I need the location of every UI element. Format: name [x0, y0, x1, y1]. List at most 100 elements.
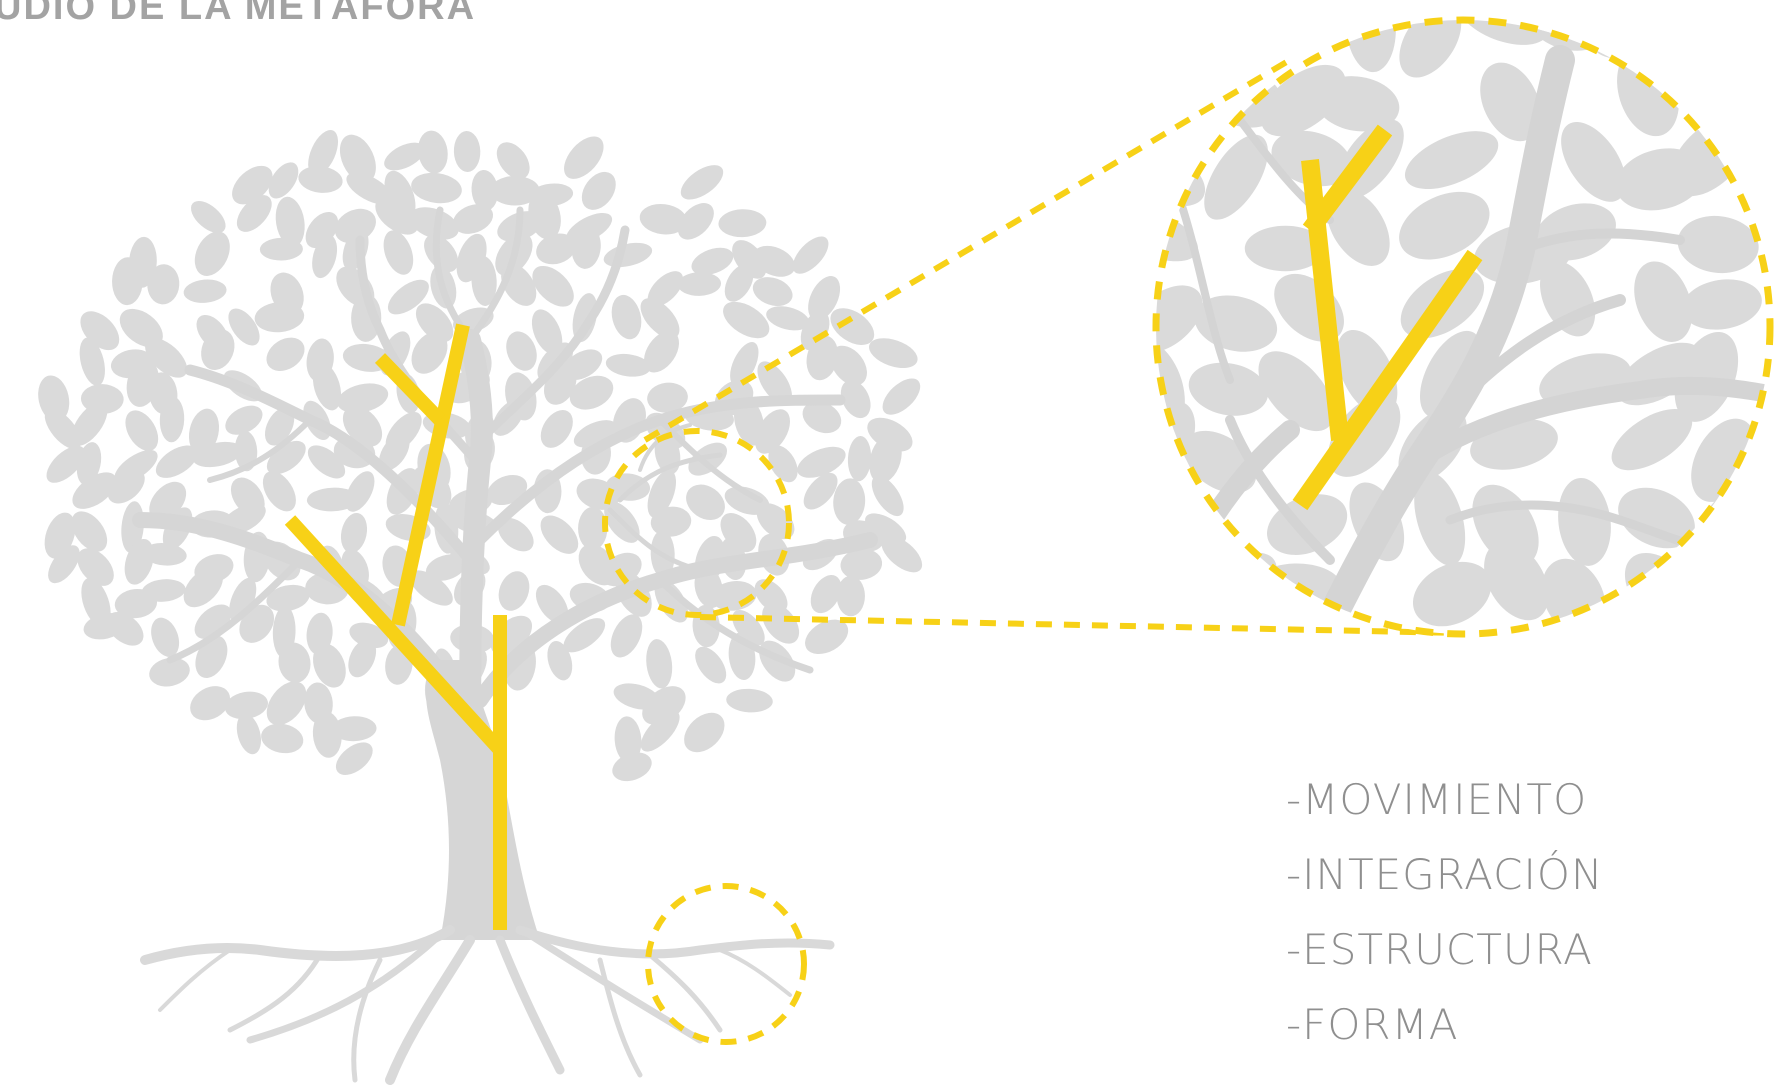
leaf-shape	[1414, 472, 1466, 566]
leaf-shape	[188, 408, 220, 456]
leaf-shape	[611, 294, 642, 340]
leaf-shape	[384, 142, 425, 171]
leaf-shape	[647, 382, 688, 413]
leaf-shape	[375, 197, 419, 235]
leaf-shape	[266, 681, 307, 726]
leaf-shape	[278, 642, 311, 683]
leaf-shape	[183, 567, 223, 608]
leaf-shape	[571, 225, 601, 269]
leaf-shape	[259, 237, 303, 261]
leaf-shape	[225, 405, 263, 435]
leaf-shape	[691, 247, 734, 276]
leaf-shape	[792, 236, 829, 274]
leaf-shape	[112, 257, 143, 306]
leaf-shape	[335, 742, 373, 775]
leaf-shape	[726, 688, 773, 713]
leaf-shape	[847, 435, 872, 482]
leaf-shape	[1412, 561, 1492, 627]
leaf-shape	[142, 543, 187, 566]
leaf-shape	[275, 196, 305, 248]
leaf-shape	[496, 142, 530, 180]
leaf-shape	[573, 420, 617, 448]
leaf-shape	[349, 622, 389, 649]
concept-integracion: -INTEGRACIÓN	[1286, 850, 1604, 899]
leaf-shape	[1675, 20, 1764, 66]
leaf-shape	[1258, 351, 1334, 432]
leaf-shape	[803, 472, 838, 510]
leaf-shape	[159, 396, 185, 443]
leaf-shape	[424, 234, 459, 273]
leaf-shape	[192, 441, 243, 468]
leaf-shape	[610, 614, 643, 658]
leaf-shape	[724, 264, 754, 302]
leaf-shape	[106, 611, 144, 646]
leaf-shape	[228, 308, 260, 346]
leaf-shape	[535, 584, 569, 624]
leaf-shape	[1404, 131, 1499, 190]
leaf-shape	[1419, 330, 1483, 418]
leaf-shape	[409, 207, 459, 240]
leaf-shape	[149, 657, 190, 687]
leaf-shape	[654, 579, 689, 623]
leaf-shape	[730, 342, 759, 386]
leaf-shape	[547, 641, 573, 681]
leaf-shape	[695, 646, 727, 684]
leaf-shape	[836, 575, 865, 617]
leaf-shape	[79, 337, 105, 386]
leaf-shape	[757, 361, 792, 405]
leaf-shape	[1188, 362, 1269, 416]
leaf-shape	[264, 407, 295, 446]
leaf-shape	[766, 306, 810, 331]
leaf-shape	[236, 195, 272, 232]
leaf-shape	[753, 245, 796, 277]
leaf-shape	[339, 134, 376, 183]
leaf-shape	[614, 716, 642, 764]
leaf-shape	[77, 548, 114, 586]
leaf-shape	[340, 512, 368, 554]
leaf-shape	[125, 410, 159, 451]
leaf-shape	[531, 309, 563, 355]
leaf-shape	[453, 130, 481, 173]
leaf-shape	[865, 513, 907, 544]
leaf-shape	[540, 515, 579, 554]
leaf-shape	[640, 710, 680, 752]
leaf-shape	[312, 643, 346, 688]
leaf-shape	[536, 233, 577, 265]
leaf-shape	[1480, 62, 1541, 142]
leaf-shape	[1399, 191, 1490, 260]
leaf-shape	[151, 617, 180, 657]
leaf-shape	[145, 337, 188, 378]
leaf-shape	[603, 242, 653, 268]
leaf-shape	[506, 331, 537, 371]
leaf-shape	[646, 639, 673, 689]
leaf-shape	[331, 716, 377, 742]
leaf-shape	[1244, 225, 1326, 272]
leaf-shape	[183, 279, 227, 303]
leaf-shape	[409, 570, 453, 606]
leaf-shape	[346, 172, 393, 205]
leaf-shape	[497, 517, 534, 552]
leaf-shape	[498, 571, 530, 611]
leaf-shape	[1484, 541, 1549, 621]
leaf-shape	[718, 209, 767, 238]
leaf-shape	[605, 353, 651, 377]
leaf-shape	[882, 378, 921, 415]
leaf-shape	[411, 172, 462, 204]
leaf-shape	[805, 619, 849, 655]
leaf-shape	[1271, 130, 1352, 187]
tree-trunk	[425, 660, 540, 940]
leaf-shape	[869, 338, 918, 368]
leaf-shape	[881, 535, 923, 573]
leaf-shape	[752, 277, 793, 307]
leaf-shape	[643, 330, 680, 373]
leaf-shape	[379, 433, 410, 471]
leaf-shape	[581, 171, 616, 210]
leaf-shape	[190, 686, 231, 721]
leaf-shape	[806, 335, 839, 381]
leaf-shape	[307, 445, 346, 479]
leaf-shape	[647, 469, 677, 518]
leaf-shape	[802, 401, 842, 434]
leaf-shape	[869, 434, 902, 484]
